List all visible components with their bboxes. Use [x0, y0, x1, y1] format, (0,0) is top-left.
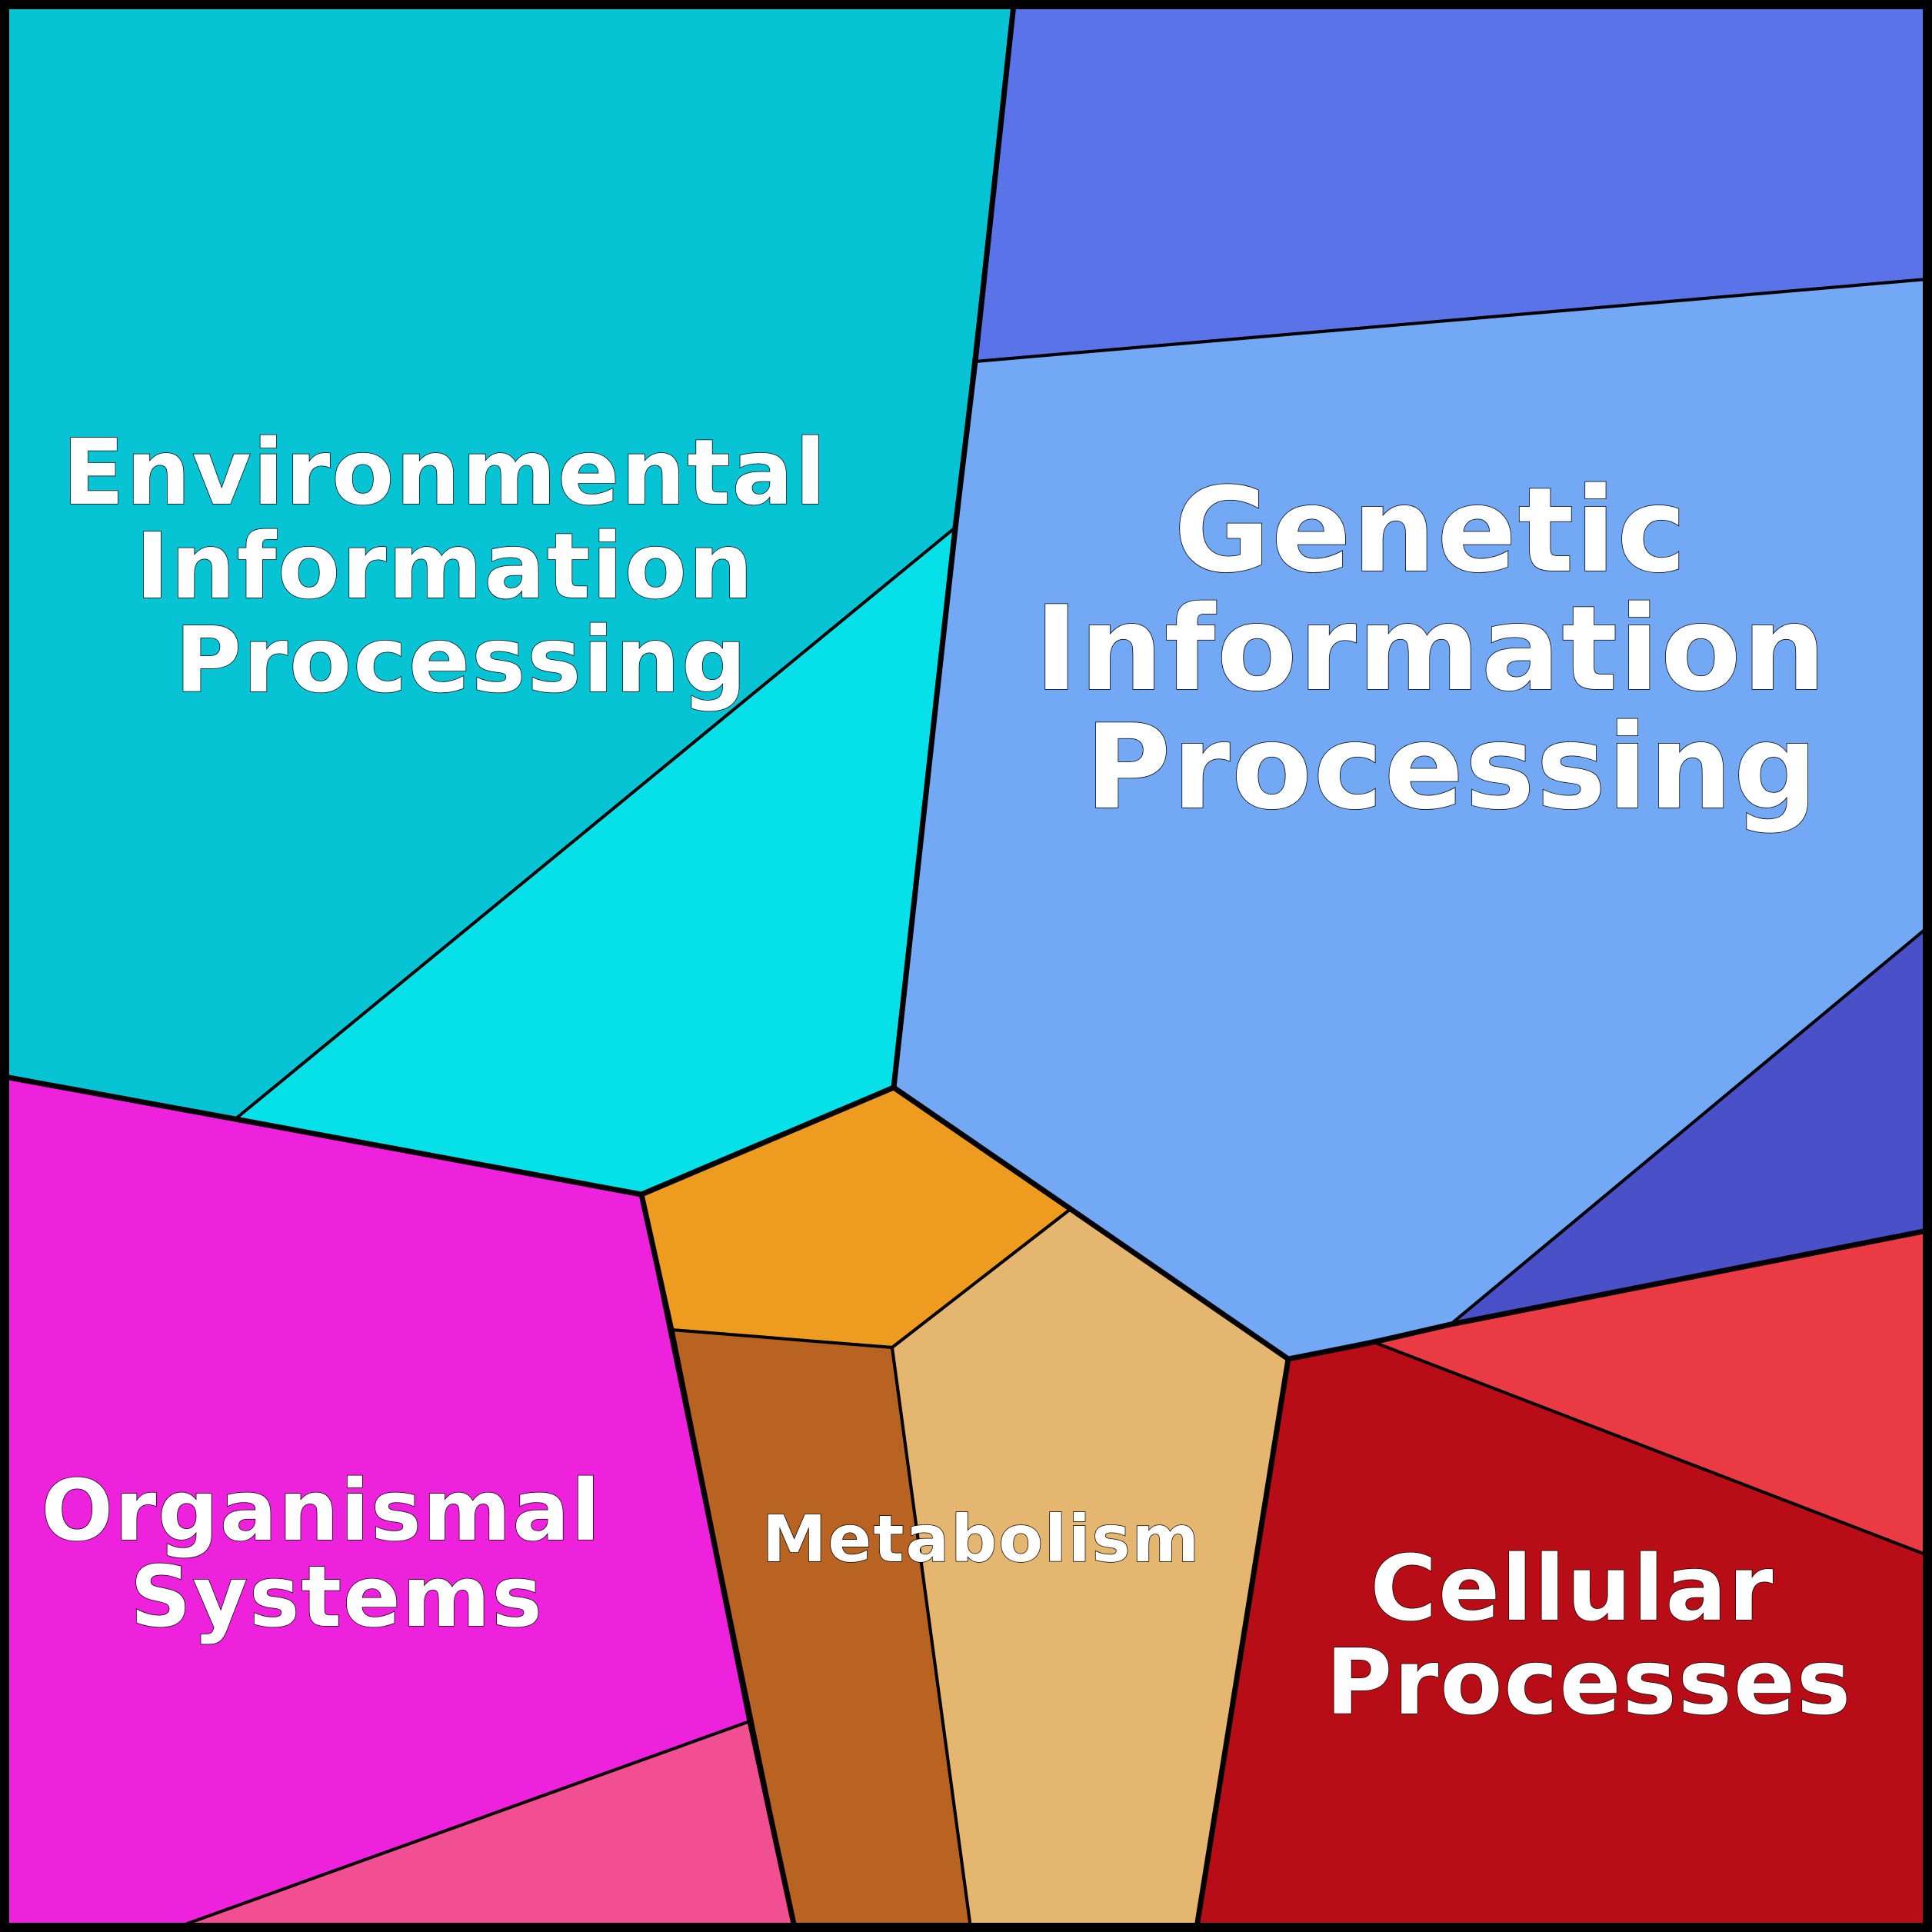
label-cellular-line-2: Processes: [1326, 1629, 1852, 1735]
label-organismal-line-1: Organismal: [41, 1461, 601, 1560]
label-genetic-line-3: Processing: [1085, 699, 1819, 835]
category-organismal: [3, 1075, 796, 1929]
label-cellular-line-1: Cellular: [1371, 1535, 1775, 1641]
label-environmental: Environmental Information Processing: [62, 419, 861, 713]
label-environmental-line-2: Information: [135, 513, 754, 619]
category-genetic: [892, 3, 1929, 1361]
label-metabolism: Metabolism: [762, 1501, 1201, 1577]
label-organismal: Organismal Systems: [41, 1461, 632, 1646]
label-metabolism-line-1: Metabolism: [762, 1501, 1201, 1577]
label-genetic: Genetic Information Processing: [1034, 462, 1870, 835]
label-environmental-line-1: Environmental: [62, 419, 828, 525]
label-cellular: Cellular Processes: [1326, 1535, 1852, 1735]
label-organismal-line-2: Systems: [130, 1547, 544, 1646]
label-genetic-line-2: Information: [1034, 581, 1827, 717]
category-metabolism: [640, 1086, 1290, 1929]
label-genetic-line-1: Genetic: [1174, 462, 1688, 598]
label-environmental-line-3: Processing: [175, 607, 748, 713]
